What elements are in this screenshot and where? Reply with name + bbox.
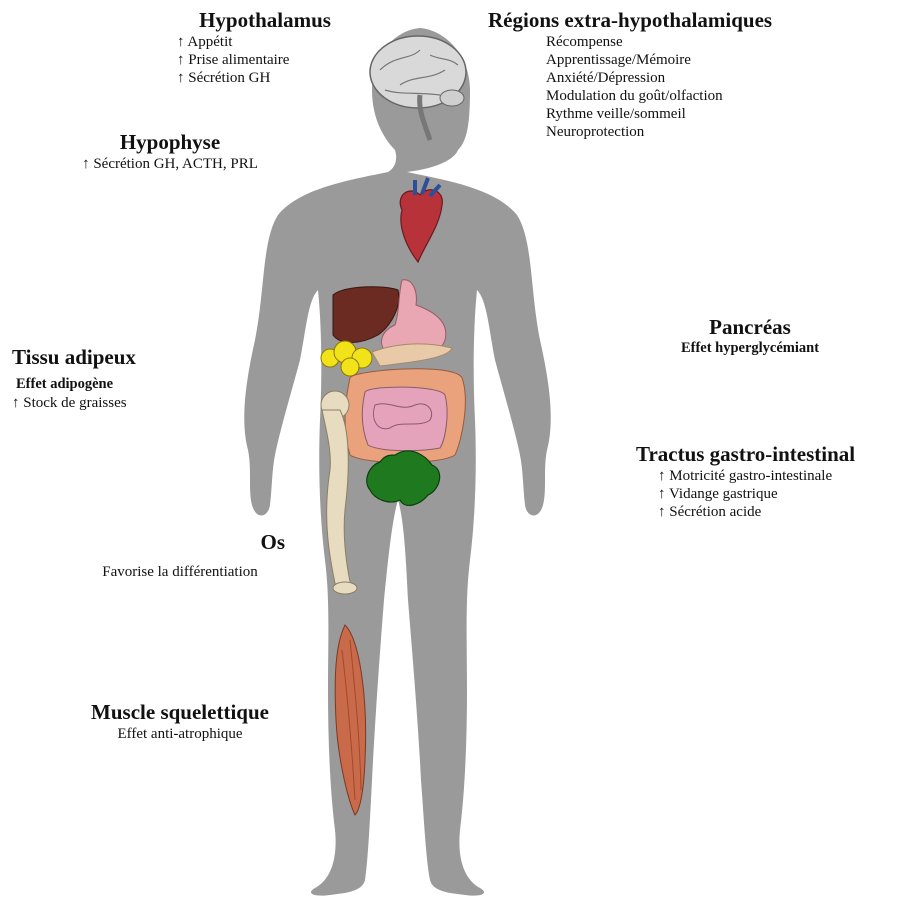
hypothalamus-item: ↑ Sécrétion GH <box>177 69 365 87</box>
tissu-adipeux-label: Tissu adipeux Effet adipogène ↑ Stock de… <box>12 345 212 412</box>
hypophyse-title: Hypophyse <box>40 130 300 155</box>
tissu-adipeux-item: ↑ Stock de graisses <box>12 394 212 412</box>
extra-hypothalamic-item: Rythme veille/sommeil <box>546 105 908 123</box>
extra-hypothalamic-label: Régions extra-hypothalamiques Récompense… <box>488 8 908 141</box>
tractus-title: Tractus gastro-intestinal <box>636 442 918 467</box>
extra-hypothalamic-item: Modulation du goût/olfaction <box>546 87 908 105</box>
os-item: Favorise la différentiation <box>60 563 300 581</box>
pancreas-title: Pancréas <box>660 315 840 340</box>
os-label: Os Favorise la différentiation <box>60 530 300 581</box>
muscle-label: Muscle squelettique Effet anti-atrophiqu… <box>50 700 310 743</box>
os-title: Os <box>60 530 300 555</box>
tissu-adipeux-title: Tissu adipeux <box>12 345 212 370</box>
hypophyse-label: Hypophyse ↑ Sécrétion GH, ACTH, PRL <box>40 130 300 173</box>
tractus-label: Tractus gastro-intestinal ↑ Motricité ga… <box>636 442 918 521</box>
muscle-item: Effet anti-atrophique <box>50 725 310 743</box>
extra-hypothalamic-item: Apprentissage/Mémoire <box>546 51 908 69</box>
tissu-adipeux-subtitle: Effet adipogène <box>12 376 212 393</box>
extra-hypothalamic-title: Régions extra-hypothalamiques <box>488 8 908 33</box>
hypothalamus-title: Hypothalamus <box>165 8 365 33</box>
muscle-title: Muscle squelettique <box>50 700 310 725</box>
hypophyse-item: ↑ Sécrétion GH, ACTH, PRL <box>40 155 300 173</box>
tractus-item: ↑ Vidange gastrique <box>658 485 918 503</box>
extra-hypothalamic-item: Neuroprotection <box>546 123 908 141</box>
extra-hypothalamic-item: Anxiété/Dépression <box>546 69 908 87</box>
pancreas-subtitle: Effet hyperglycémiant <box>660 340 840 357</box>
extra-hypothalamic-item: Récompense <box>546 33 908 51</box>
hypothalamus-item: ↑ Appétit <box>177 33 365 51</box>
hypothalamus-label: Hypothalamus ↑ Appétit ↑ Prise alimentai… <box>165 8 365 87</box>
intestine-icon <box>345 369 465 463</box>
hypothalamus-item: ↑ Prise alimentaire <box>177 51 365 69</box>
tractus-item: ↑ Motricité gastro-intestinale <box>658 467 918 485</box>
tractus-item: ↑ Sécrétion acide <box>658 503 918 521</box>
pancreas-label: Pancréas Effet hyperglycémiant <box>660 315 840 358</box>
